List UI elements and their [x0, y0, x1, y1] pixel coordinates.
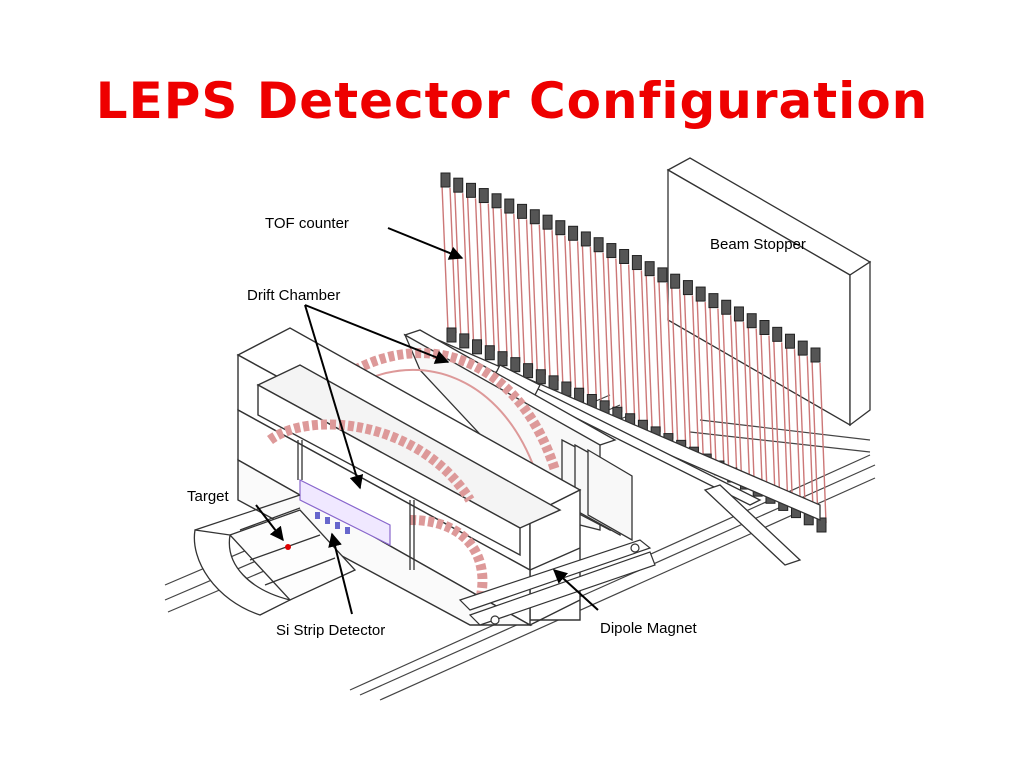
si-strip-detector — [315, 512, 350, 534]
label-target: Target — [187, 488, 230, 505]
slide-title: LEPS Detector Configuration — [95, 72, 929, 130]
label-si-strip-detector: Si Strip Detector — [276, 622, 385, 639]
label-drift-chamber: Drift Chamber — [247, 287, 340, 304]
tof-bar — [478, 188, 495, 361]
tof-bar — [542, 214, 559, 391]
leader-lines — [255, 227, 599, 615]
label-dipole-magnet: Dipole Magnet — [600, 620, 698, 637]
leps-detector-diagram: TOF counter Beam Stopper Drift Chamber T… — [164, 157, 876, 701]
beamline-tube — [193, 494, 357, 616]
beam-stopper-block — [666, 157, 872, 427]
tof-bar — [631, 255, 649, 435]
tof-bar — [529, 209, 547, 385]
tof-bar — [555, 220, 572, 397]
vertex-detector — [297, 440, 415, 570]
label-tof-counter: TOF counter — [265, 215, 349, 232]
tof-counter-wall — [440, 172, 827, 533]
tof-bar — [504, 198, 521, 373]
tof-bar — [440, 172, 457, 343]
target-marker — [285, 544, 291, 550]
tof-bar — [517, 203, 534, 379]
tof-bar — [466, 182, 483, 355]
tof-bar — [453, 177, 470, 349]
tof-bar — [810, 347, 827, 533]
tof-bar — [568, 225, 585, 403]
tof-bar — [593, 237, 610, 416]
tof-bar — [606, 243, 623, 422]
label-beam-stopper: Beam Stopper — [710, 236, 806, 253]
tof-bar — [580, 231, 598, 409]
tof-base-frame — [437, 339, 821, 566]
tof-bar — [797, 340, 814, 526]
tof-bar — [491, 193, 508, 367]
